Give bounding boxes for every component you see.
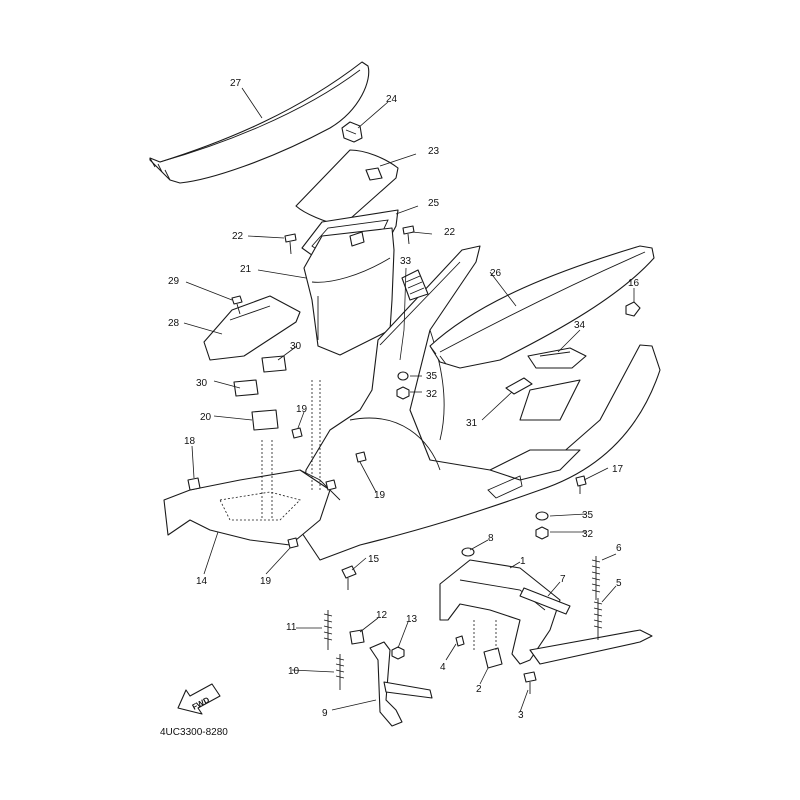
part-9-side-stand (369, 641, 433, 727)
callout-35-lower: 35 (582, 510, 594, 521)
part-29-screw (231, 295, 243, 315)
part-13-nut (391, 646, 405, 660)
callout-19-b: 19 (374, 490, 386, 501)
part-8-washer (461, 547, 475, 557)
callout-12: 12 (376, 610, 388, 621)
part-30-pad-lower (233, 379, 259, 397)
part-11-spring (323, 610, 333, 650)
callout-6: 6 (616, 543, 622, 554)
part-19-clip-b (325, 451, 367, 491)
part-18-screw (187, 477, 201, 491)
part-17-screw (575, 475, 587, 494)
callout-8: 8 (488, 533, 494, 544)
part-19-clip-c (287, 537, 299, 549)
part-32-nut-lower (535, 526, 549, 540)
part-15-bolt (341, 565, 357, 590)
leader-lines (183, 87, 635, 713)
part-24-clip (341, 121, 363, 143)
callout-labels: 27 24 23 25 22 22 21 33 26 29 16 28 34 3… (168, 78, 640, 721)
part-21-box (303, 227, 395, 356)
callout-35-upper: 35 (426, 371, 438, 382)
callout-26: 26 (490, 268, 502, 279)
callout-25: 25 (428, 198, 440, 209)
callout-2: 2 (476, 684, 482, 695)
part-10-spring (335, 654, 345, 690)
callout-16: 16 (628, 278, 640, 289)
callout-4: 4 (440, 662, 446, 673)
part-32-nut-upper (396, 386, 410, 400)
callout-31: 31 (466, 418, 478, 429)
callout-19-a: 19 (296, 404, 308, 415)
main-body-cover (299, 245, 661, 561)
callout-30-upper: 30 (290, 341, 302, 352)
part-7-shaft (519, 587, 571, 615)
diagram-code: 4UC3300-8280 (160, 727, 228, 738)
callout-33: 33 (400, 256, 412, 267)
callout-5: 5 (616, 578, 622, 589)
callout-19-c: 19 (260, 576, 272, 587)
part-33-grille (401, 269, 429, 301)
callout-7: 7 (560, 574, 566, 585)
part-27-rail (149, 61, 370, 184)
part-6-spring (591, 556, 601, 600)
part-22-screw-right (402, 225, 415, 245)
callout-9: 9 (322, 708, 328, 719)
part-30-pad-upper (261, 355, 287, 373)
part-5-spring (593, 598, 603, 640)
callout-1: 1 (520, 556, 526, 567)
callout-34: 34 (574, 320, 586, 331)
part-19-clip-a (291, 427, 303, 439)
callout-10: 10 (288, 666, 300, 677)
callout-14: 14 (196, 576, 208, 587)
callout-20: 20 (200, 412, 212, 423)
part-12-bolt (349, 629, 365, 645)
callout-21: 21 (240, 264, 252, 275)
part-31-plate (505, 377, 533, 395)
part-3-bolt (523, 671, 537, 694)
part-14-floorboard (163, 380, 341, 546)
callout-32-lower: 32 (582, 529, 594, 540)
part-35-bush-upper (397, 371, 409, 381)
part-23-lid (295, 149, 399, 227)
callout-32-upper: 32 (426, 389, 438, 400)
callout-23: 23 (428, 146, 440, 157)
part-1-main-stand (439, 559, 653, 665)
part-16-screw (625, 301, 641, 317)
part-4-pin (455, 635, 465, 647)
part-22-screw-left (284, 233, 297, 255)
part-35-bush-lower (535, 511, 549, 521)
callout-13: 13 (406, 614, 418, 625)
callout-27: 27 (230, 78, 242, 89)
callout-22-right: 22 (444, 227, 456, 238)
callout-18: 18 (184, 436, 196, 447)
callout-3: 3 (518, 710, 524, 721)
part-26-rail (429, 245, 655, 369)
part-20-pad (251, 409, 279, 431)
callout-17: 17 (612, 464, 624, 475)
callout-15: 15 (368, 554, 380, 565)
callout-29: 29 (168, 276, 180, 287)
part-28-panel (203, 295, 301, 361)
callout-30-lower: 30 (196, 378, 208, 389)
fwd-direction-arrow: FWD (177, 683, 221, 715)
callout-28: 28 (168, 318, 180, 329)
callout-11: 11 (286, 622, 297, 633)
callout-22-left: 22 (232, 231, 244, 242)
callout-24: 24 (386, 94, 398, 105)
part-2-bush (473, 620, 503, 669)
part-34-pad (527, 347, 587, 369)
